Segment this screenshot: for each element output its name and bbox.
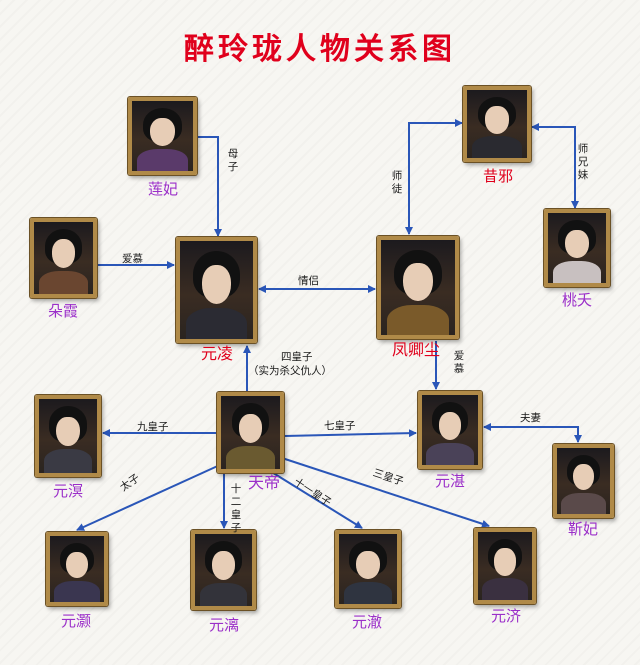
name-xixie: 昔邪 — [482, 167, 513, 185]
portrait-yuanling — [176, 237, 257, 343]
portrait-lianfei — [128, 97, 197, 175]
name-fengqingchen: 凤卿尘 — [391, 340, 440, 359]
label-shixiongmei: 师兄妹 — [577, 143, 589, 181]
edge-fuqi — [483, 423, 582, 443]
edge-lines — [76, 119, 582, 531]
edge-shixiongmei — [531, 123, 579, 209]
label-aimu-fengqingchen: 爱慕 — [453, 350, 465, 375]
name-yuanming: 元溟 — [52, 482, 83, 500]
edge-sanhuangzi — [281, 457, 490, 528]
name-taoyao: 桃夭 — [561, 291, 592, 309]
name-yuanzhan: 元湛 — [434, 472, 465, 490]
diagram-title: 醉玲珑人物关系图 — [184, 32, 456, 67]
label-fuqi: 夫妻 — [520, 412, 541, 424]
portrait-xixie — [463, 86, 531, 162]
name-jinfei: 靳妃 — [567, 520, 598, 538]
name-yuanli: 元漓 — [208, 616, 239, 634]
portrait-tiandi — [217, 392, 284, 473]
name-yuanche: 元澈 — [351, 613, 382, 631]
portrait-taoyao — [544, 209, 610, 287]
label-muzi: 母子 — [227, 148, 239, 173]
portrait-yuanzhan — [418, 391, 482, 469]
name-yuanling: 元凌 — [200, 344, 233, 363]
edge-shitu — [405, 119, 463, 235]
portrait-yuanhao — [46, 532, 108, 606]
label-shierhuangzi: 十二皇子 — [230, 483, 242, 534]
label-sihuangzi-note: （实为杀父仇人） — [248, 365, 332, 377]
name-tiandi: 天帝 — [247, 473, 280, 492]
edge-muzi — [198, 136, 222, 237]
edge-shiyihuangzi — [261, 465, 363, 529]
portrait-yuanji — [474, 528, 536, 604]
portrait-duoxia — [30, 218, 97, 298]
portrait-yuanli — [191, 530, 256, 610]
label-shitu: 师徒 — [391, 170, 403, 195]
name-yuanji: 元济 — [490, 607, 521, 625]
portrait-fengqingchen — [377, 236, 459, 339]
label-qinglv: 情侣 — [298, 275, 319, 287]
label-aimu-duoxia: 爱慕 — [122, 253, 143, 265]
edge-taizi — [76, 463, 223, 531]
portrait-yuanming — [35, 395, 101, 477]
portrait-yuanche — [335, 530, 401, 608]
edge-qihuangzi — [284, 429, 417, 438]
label-jiuhuangzi: 九皇子 — [137, 421, 169, 433]
label-sihuangzi: 四皇子 — [281, 351, 313, 363]
portrait-jinfei — [553, 444, 614, 518]
label-qihuangzi: 七皇子 — [324, 420, 356, 432]
name-duoxia: 朵霞 — [47, 302, 78, 320]
name-lianfei: 莲妃 — [147, 180, 178, 198]
name-yuanhao: 元灏 — [60, 612, 91, 630]
